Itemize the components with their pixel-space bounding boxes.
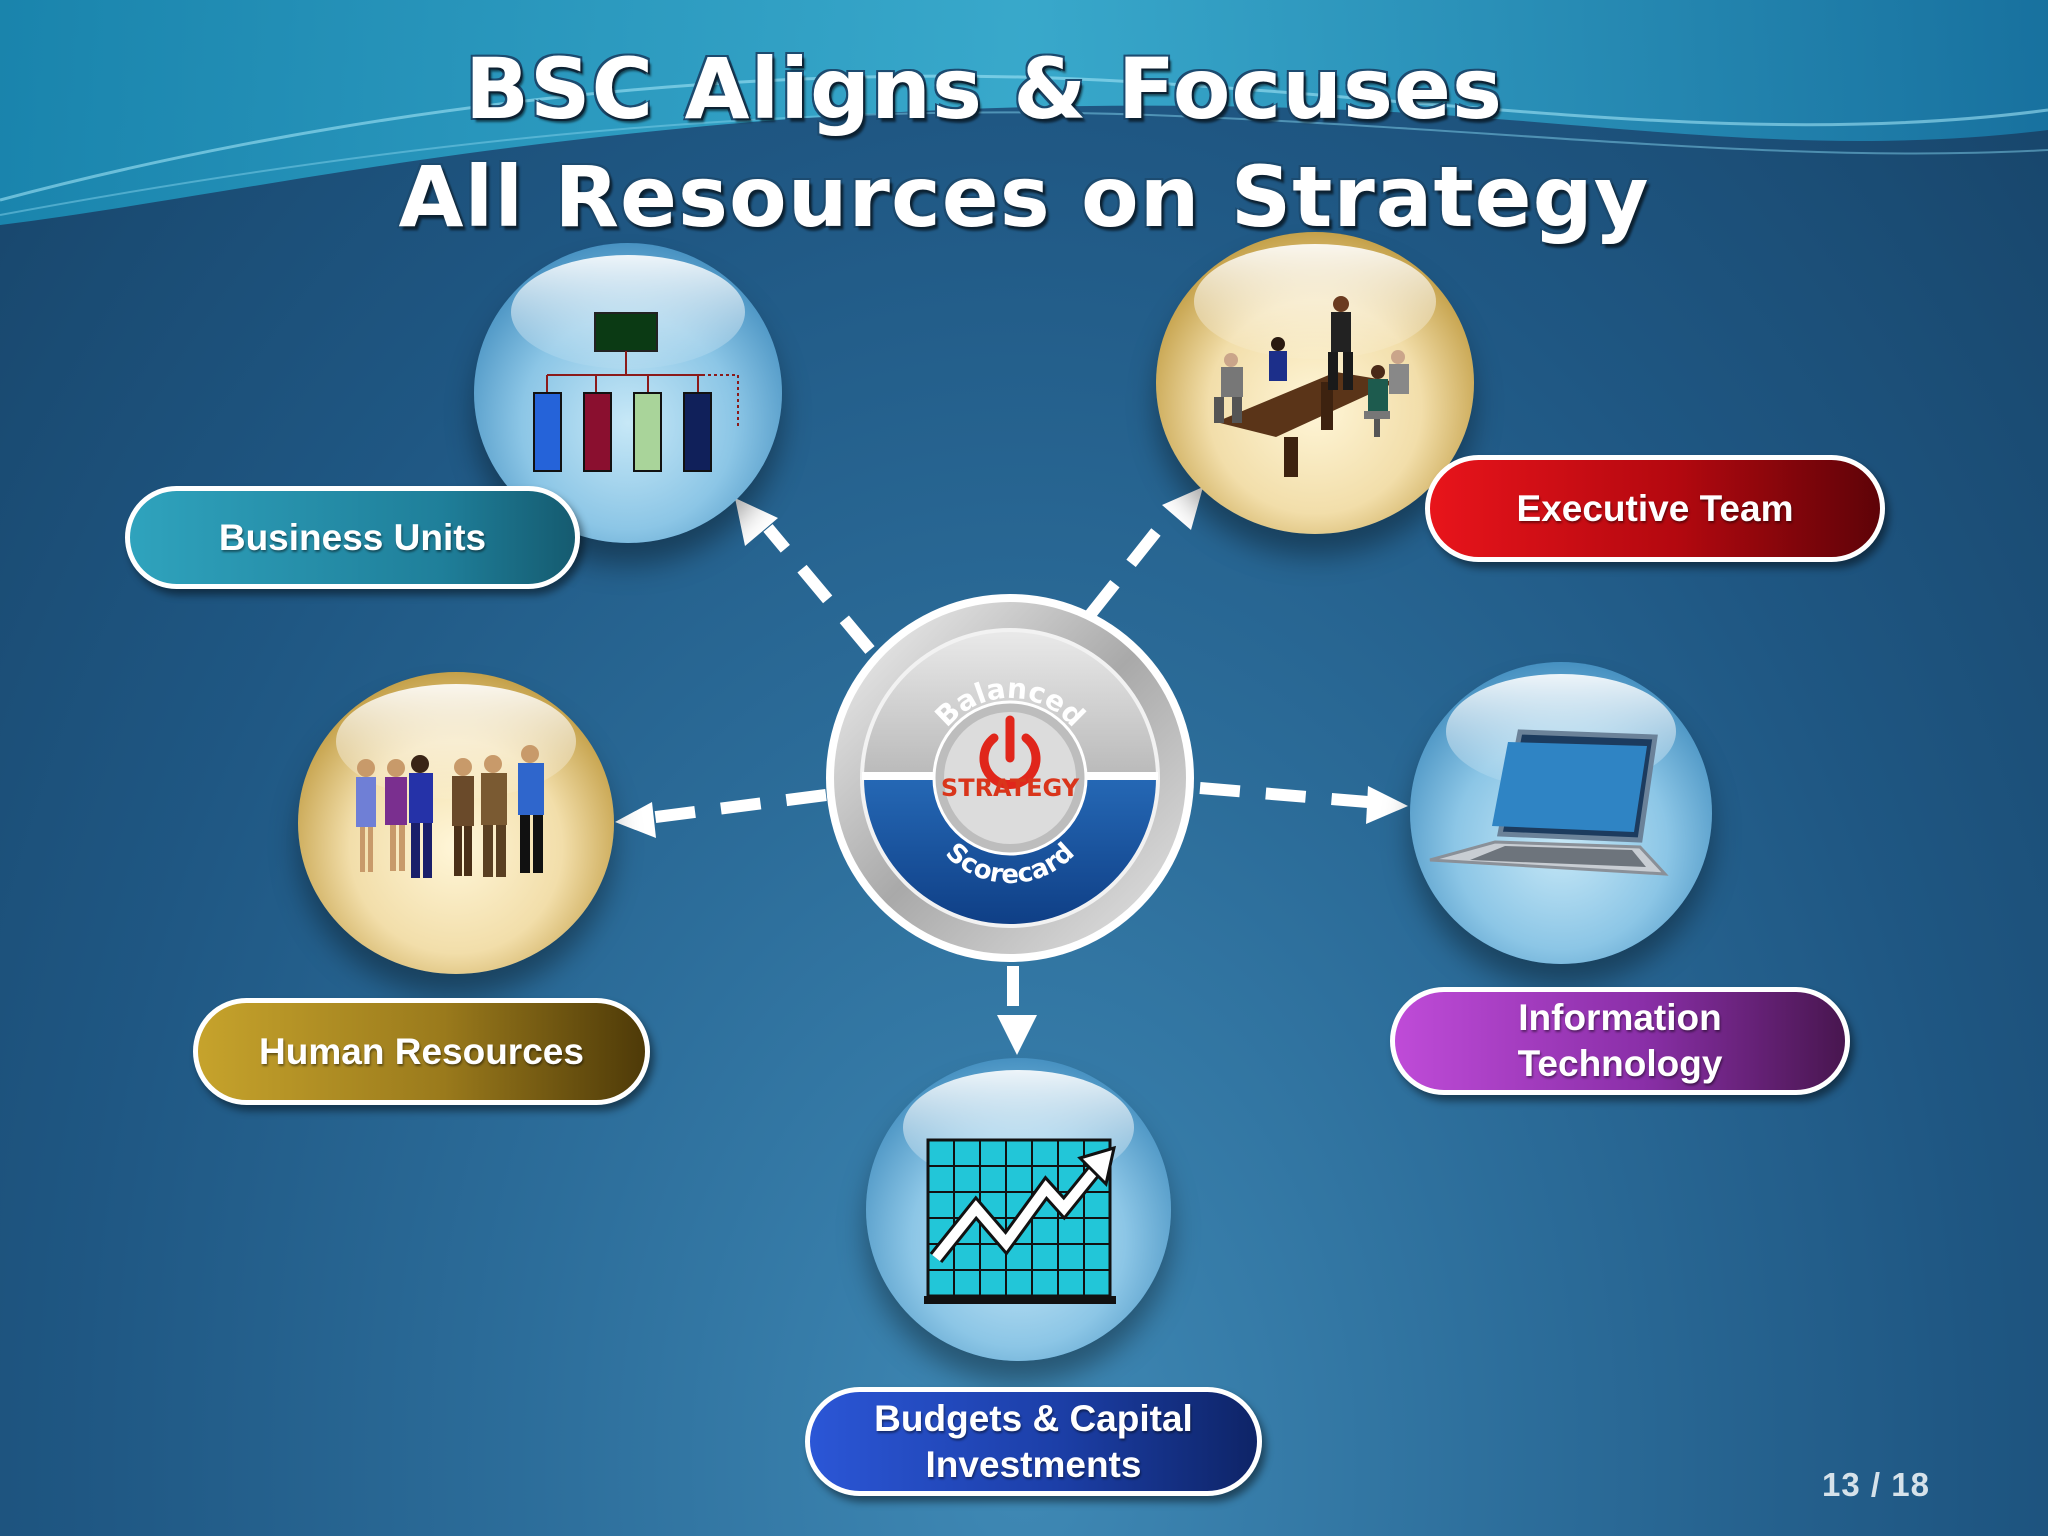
information-technology-label-line2: Technology <box>1517 1043 1723 1084</box>
human-resources-label-text: Human Resources <box>259 1030 584 1072</box>
information-technology-label-line1: Information <box>1518 997 1722 1038</box>
information-technology-orb <box>1410 662 1712 964</box>
budgets-capital-label: Budgets & Capital Investments <box>805 1387 1262 1496</box>
budgets-orb <box>866 1058 1171 1361</box>
executive-team-label: Executive Team <box>1425 455 1885 562</box>
balanced-scorecard-hub: Balanced Scorecard STRATEGY <box>826 594 1194 962</box>
growth-chart-icon <box>924 1138 1117 1304</box>
arrow-to-business-units <box>763 524 875 654</box>
laptop-icon <box>1429 729 1669 876</box>
slide-title-line2: All Resources on Strategy <box>398 148 1650 246</box>
arrowhead-business-units <box>735 498 778 546</box>
executive-team-orb <box>1156 232 1474 534</box>
budgets-capital-label-line1: Budgets & Capital <box>874 1397 1193 1439</box>
org-chart-icon <box>533 312 739 472</box>
arrowhead-human-resources <box>615 802 656 838</box>
people-group-icon <box>356 745 544 878</box>
arrowhead-information-technology <box>1366 786 1408 824</box>
page-number: 13 / 18 <box>1822 1466 1930 1503</box>
arrow-to-human-resources <box>647 789 827 824</box>
arrow-to-executive-team <box>1085 504 1180 619</box>
meeting-icon <box>1214 296 1409 477</box>
business-units-orb <box>474 243 782 543</box>
human-resources-label: Human Resources <box>193 998 650 1105</box>
information-technology-label: Information Technology <box>1390 987 1850 1095</box>
hub-center-text: STRATEGY <box>941 774 1080 802</box>
slide-title-line1: BSC Aligns & Focuses <box>465 40 1503 138</box>
power-icon <box>979 715 1041 789</box>
arrowhead-budgets <box>997 1015 1037 1055</box>
budgets-capital-label-line2: Investments <box>925 1443 1142 1485</box>
human-resources-orb <box>298 672 614 974</box>
business-units-label-text: Business Units <box>218 516 487 558</box>
business-units-label: Business Units <box>125 486 580 589</box>
executive-team-label-text: Executive Team <box>1516 487 1794 529</box>
arrowhead-executive-team <box>1162 487 1203 530</box>
arrow-to-information-technology <box>1199 782 1369 808</box>
